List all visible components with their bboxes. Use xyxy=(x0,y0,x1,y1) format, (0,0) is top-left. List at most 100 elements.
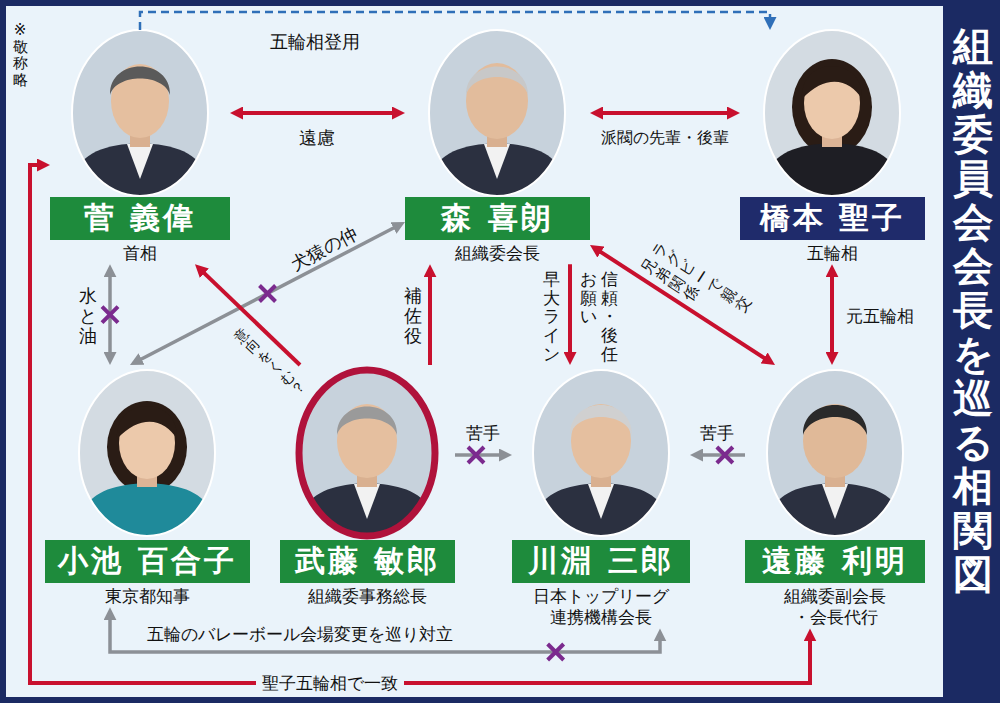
name-plate: 森 喜朗 xyxy=(405,197,590,240)
edge-label: 元五輪相 xyxy=(846,307,914,326)
relation-arrow xyxy=(136,225,399,362)
photo-hair xyxy=(107,401,187,493)
person-role: 組織委会長 xyxy=(405,243,590,264)
photo-shirt xyxy=(354,484,380,519)
photo-shirt xyxy=(484,144,510,179)
person-name: 小池 百合子 xyxy=(58,541,236,582)
conflict-mark xyxy=(260,286,276,302)
photo-ring xyxy=(72,30,208,196)
diagram-title: 組織委員会会長を巡る相関図 xyxy=(953,24,993,703)
title-band: 組織委員会会長を巡る相関図 xyxy=(945,0,1000,703)
edge-label: 苦手 xyxy=(700,424,734,443)
edge-label: 水と油 xyxy=(79,286,97,345)
edge-label: 犬猿の仲 xyxy=(287,224,360,275)
edge-label: 意向をくむ？ xyxy=(231,325,308,398)
note-label: ※敬称略 xyxy=(13,22,28,88)
photo-suit xyxy=(68,143,212,198)
edge-label-box: 苦手 xyxy=(466,424,500,443)
photo-bangs xyxy=(117,406,177,439)
person-node: 遠藤 利明組織委副会長 ・会長代行 xyxy=(745,365,925,629)
person-name: 武藤 敏郎 xyxy=(295,541,440,582)
person-role: 五輪相 xyxy=(740,243,925,264)
photo-face xyxy=(571,404,631,478)
photo-suit xyxy=(763,483,907,538)
person-role: 組織委副会長 ・会長代行 xyxy=(779,586,891,629)
photo-ring-highlight xyxy=(299,370,435,536)
name-plate: 小池 百合子 xyxy=(45,540,250,583)
relation-arrow xyxy=(30,165,810,683)
photo-bg xyxy=(531,368,671,538)
photo-shirt xyxy=(588,484,614,519)
edge-label-box: 苦手 xyxy=(700,424,734,443)
photo-hair xyxy=(337,407,397,436)
person-node: 小池 百合子東京都知事 xyxy=(45,365,250,607)
photo-ring xyxy=(764,30,900,196)
photo-ring xyxy=(429,30,565,196)
photo-hair xyxy=(110,67,170,96)
photo-face xyxy=(337,404,397,478)
portrait-photo xyxy=(75,368,219,538)
name-plate: 遠藤 利明 xyxy=(745,540,925,583)
edge-label: 信頼・後任 お願い xyxy=(579,270,619,364)
relation-arrow xyxy=(140,12,770,30)
name-plate: 川淵 三郎 xyxy=(512,540,690,583)
photo-hair xyxy=(792,59,872,155)
edge-label: 補佐役 xyxy=(404,286,422,345)
photo-ring xyxy=(533,370,669,536)
name-plate: 武藤 敏郎 xyxy=(280,540,455,583)
photo-face xyxy=(466,63,528,139)
conflict-mark xyxy=(102,307,118,323)
person-name: 川淵 三郎 xyxy=(528,541,673,582)
photo-hair xyxy=(803,405,867,435)
edge-label-box: 派閥の先輩・後輩 xyxy=(601,129,729,147)
photo-bg xyxy=(427,28,567,198)
conflict-mark xyxy=(548,644,564,660)
edge-label: ラグビーで親交 兄弟関係 xyxy=(638,238,754,331)
photo-bg xyxy=(297,368,437,538)
relation-arrow xyxy=(830,271,834,358)
conflict-mark xyxy=(468,447,484,463)
edge-label: 五輪相登用 xyxy=(270,32,360,52)
photo-hair xyxy=(570,405,632,435)
person-role: 東京都知事 xyxy=(45,586,250,607)
portrait-photo xyxy=(295,368,439,538)
edge-label-box: 元五輪相 xyxy=(846,307,914,326)
person-role: 組織委事務総長 xyxy=(280,586,455,607)
edge-label: 苦手 xyxy=(466,424,500,443)
photo-bangs xyxy=(802,66,862,99)
photo-shirt xyxy=(822,484,848,519)
person-node: 武藤 敏郎組織委事務総長 xyxy=(280,365,455,607)
portrait-photo xyxy=(763,368,907,538)
relation-arrow xyxy=(596,249,769,361)
edge-label-box: 信頼・後任 お願い xyxy=(579,270,619,364)
relation-arrow xyxy=(237,111,398,115)
photo-hair xyxy=(466,67,528,96)
relation-arrow xyxy=(597,111,733,115)
person-role: 日本トップリーグ 連携機構会長 xyxy=(526,586,676,629)
conflict-mark xyxy=(717,447,733,463)
photo-face xyxy=(803,404,867,478)
portrait-photo xyxy=(760,28,904,198)
photo-suit xyxy=(75,483,219,538)
name-plate: 菅 義偉 xyxy=(50,197,230,240)
edge-label-box: 意向をくむ？ xyxy=(231,325,308,398)
name-plate: 橋本 聖子 xyxy=(740,197,925,240)
edge-label: 聖子五輪相で一致 xyxy=(262,674,398,693)
person-node: 森 喜朗組織委会長 xyxy=(405,30,590,264)
photo-ring xyxy=(79,370,215,536)
photo-bg xyxy=(70,28,210,198)
note-label: 早大 ライン xyxy=(543,270,560,363)
note-label-box: ※敬称略 xyxy=(13,22,28,88)
photo-suit xyxy=(529,483,673,538)
photo-suit xyxy=(425,143,569,198)
portrait-photo xyxy=(68,28,212,198)
person-node: 菅 義偉首相 xyxy=(50,30,230,264)
edge-label: 遠慮 xyxy=(299,128,335,148)
edge-group xyxy=(30,12,832,683)
conflict-mark-group xyxy=(102,286,733,661)
note-label-box: 早大 ライン xyxy=(543,270,560,363)
person-node: 橋本 聖子五輪相 xyxy=(740,30,925,264)
photo-ring xyxy=(767,370,903,536)
